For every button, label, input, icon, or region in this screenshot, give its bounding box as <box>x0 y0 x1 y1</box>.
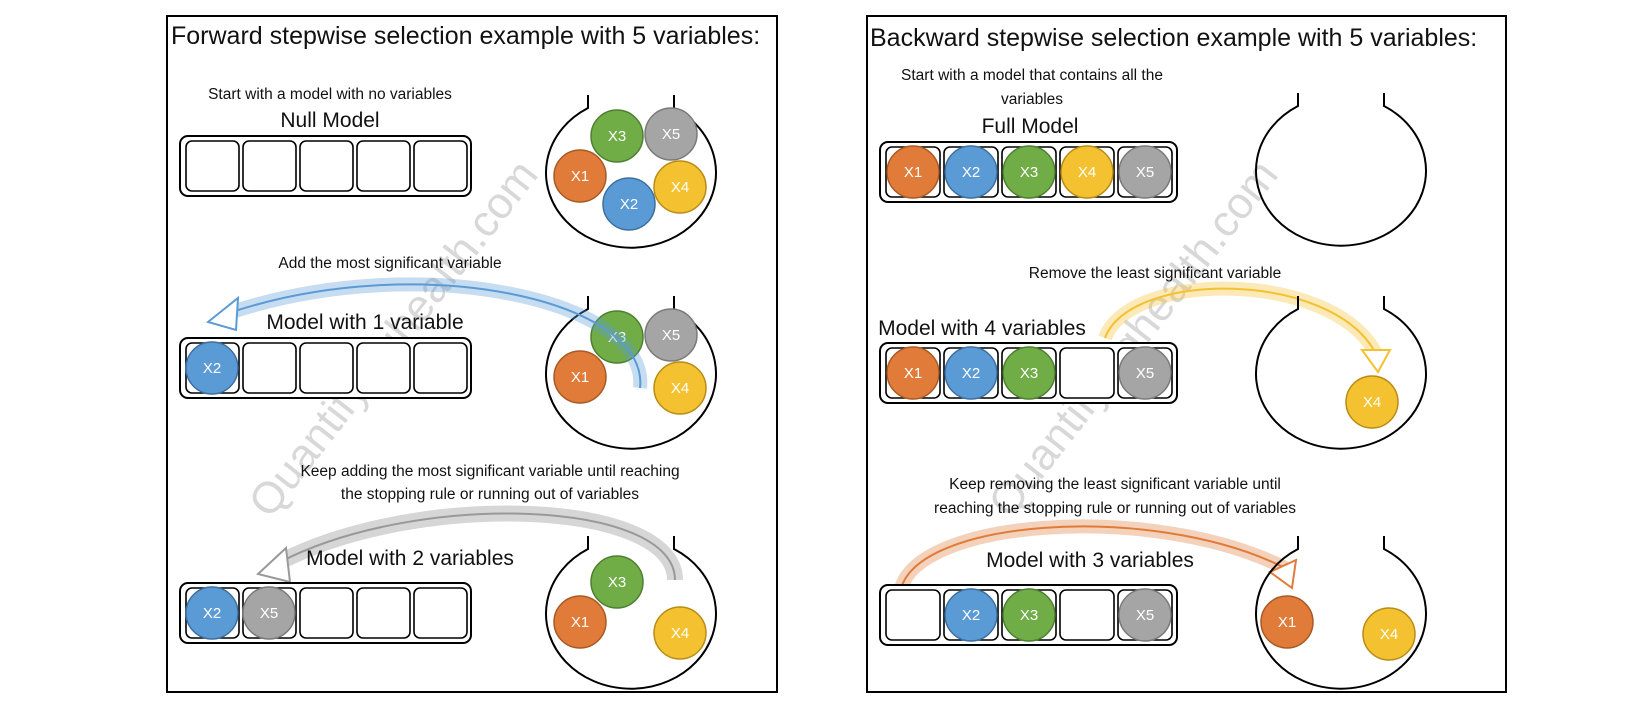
svg-text:X3: X3 <box>1020 365 1038 382</box>
svg-text:X2: X2 <box>962 607 980 624</box>
forward-step2-model-box: X2 <box>179 337 472 399</box>
backward-step2-model-box: X1 X2 X3 X5 <box>879 342 1178 404</box>
forward-step1-caption: Start with a model with no variables <box>208 86 452 103</box>
svg-text:X1: X1 <box>571 168 589 185</box>
svg-text:X2: X2 <box>203 360 221 377</box>
svg-text:X3: X3 <box>608 128 626 145</box>
svg-text:X2: X2 <box>962 164 980 181</box>
svg-text:X3: X3 <box>608 574 626 591</box>
svg-text:X5: X5 <box>662 126 680 143</box>
svg-text:X3: X3 <box>1020 607 1038 624</box>
backward-orange-arrow <box>893 519 1298 597</box>
svg-text:X4: X4 <box>1380 626 1398 643</box>
backward-panel: Backward stepwise selection example with… <box>866 15 1507 693</box>
svg-text:X3: X3 <box>1020 164 1038 181</box>
forward-add-arrow <box>205 277 648 389</box>
backward-step1-bag <box>1255 93 1427 247</box>
svg-text:X5: X5 <box>662 327 680 344</box>
svg-text:X5: X5 <box>1136 607 1154 624</box>
forward-panel-border <box>166 15 778 693</box>
forward-step2-caption: Add the most significant variable <box>278 255 501 272</box>
backward-step3-caption-line1: Keep removing the least significant vari… <box>949 476 1281 493</box>
forward-step3-caption-line2: the stopping rule or running out of vari… <box>341 486 639 503</box>
svg-text:X4: X4 <box>1078 164 1096 181</box>
svg-text:X5: X5 <box>260 605 278 622</box>
forward-step1-model-title: Null Model <box>280 109 379 132</box>
backward-step1-caption-line1: Start with a model that contains all the <box>901 67 1163 84</box>
backward-title: Backward stepwise selection example with… <box>870 24 1477 52</box>
svg-text:X1: X1 <box>571 369 589 386</box>
forward-gray-arrow <box>255 505 683 584</box>
svg-text:X2: X2 <box>203 605 221 622</box>
backward-step2-bag <box>1255 296 1427 450</box>
backward-step3-model-title: Model with 3 variables <box>986 549 1194 572</box>
svg-text:X2: X2 <box>620 196 638 213</box>
backward-step2-balls: X4 <box>1345 375 1399 429</box>
forward-step3-balls: X3 X1 X4 <box>553 555 707 660</box>
svg-text:X2: X2 <box>962 365 980 382</box>
forward-step2-bag <box>545 296 717 450</box>
forward-step1-model-box <box>179 135 472 197</box>
backward-remove-arrow <box>1098 281 1392 374</box>
backward-step1-caption-line2: variables <box>1001 91 1063 108</box>
svg-text:X1: X1 <box>571 614 589 631</box>
svg-text:X4: X4 <box>671 625 689 642</box>
backward-step3-caption-line2: reaching the stopping rule or running ou… <box>934 500 1296 517</box>
backward-step3-balls: X1 X4 <box>1260 595 1416 661</box>
svg-text:X5: X5 <box>1136 365 1154 382</box>
backward-step1-model-title: Full Model <box>982 115 1079 138</box>
backward-step1-model-box: X1 X2 X3 X4 X5 <box>879 141 1178 203</box>
backward-step3-bag <box>1255 536 1427 690</box>
forward-step3-model-title: Model with 2 variables <box>306 547 514 570</box>
svg-text:X5: X5 <box>1136 164 1154 181</box>
svg-text:X4: X4 <box>1363 394 1381 411</box>
forward-panel: Forward stepwise selection example with … <box>166 15 778 693</box>
svg-text:X1: X1 <box>904 164 922 181</box>
svg-text:X4: X4 <box>671 179 689 196</box>
forward-step2-model-title: Model with 1 variable <box>266 311 463 334</box>
backward-step2-caption: Remove the least significant variable <box>1029 265 1281 282</box>
forward-step3-model-box: X2 X5 <box>179 582 472 644</box>
backward-step3-model-box: X2 X3 X5 <box>879 584 1178 646</box>
forward-step3-bag <box>545 536 717 690</box>
forward-step1-balls: X3 X5 X1 X4 X2 <box>553 107 707 231</box>
backward-step2-model-title: Model with 4 variables <box>878 317 1086 340</box>
svg-text:X1: X1 <box>904 365 922 382</box>
svg-text:X4: X4 <box>671 380 689 397</box>
forward-step1-bag <box>545 95 717 249</box>
forward-title: Forward stepwise selection example with … <box>171 22 760 50</box>
svg-text:X1: X1 <box>1278 614 1296 631</box>
backward-panel-border <box>866 15 1507 693</box>
forward-step3-caption-line1: Keep adding the most significant variabl… <box>300 463 679 480</box>
